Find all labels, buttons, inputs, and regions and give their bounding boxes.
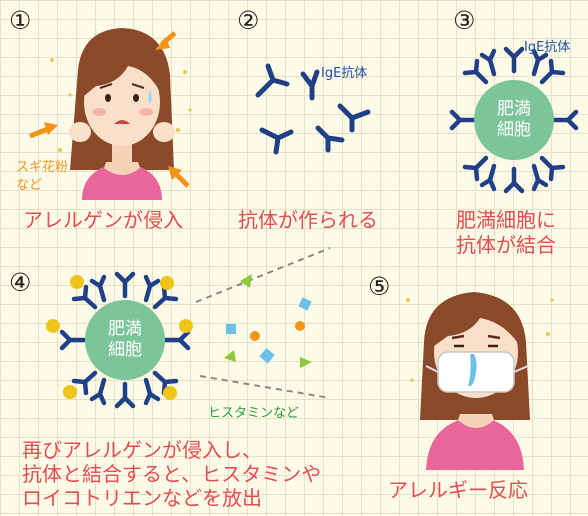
mast-cell-4-shape	[85, 300, 165, 380]
mast-cell-antibodies-panel4	[59, 271, 191, 409]
mast-cell-4-text: 肥満細胞	[85, 300, 165, 380]
step-3-caption-line1: 肥満細胞に	[456, 208, 556, 232]
step-1-number: ①	[9, 6, 32, 35]
mast-cell-4-line1: 肥満	[108, 319, 142, 339]
mediator-particles	[224, 274, 312, 368]
step-4-caption-line3: ロイコトリエンなどを放出	[22, 486, 262, 510]
mast-cell-3-line1: 肥満	[497, 99, 531, 119]
allergen-particles	[46, 275, 193, 400]
mast-cell-3-shape	[474, 80, 554, 160]
woman-sneezing-illustration	[50, 28, 192, 200]
step-1-caption: アレルゲンが侵入	[23, 208, 183, 232]
pollen-label-line1: スギ花粉	[16, 160, 69, 175]
mast-cell-4-line2: 細胞	[108, 340, 142, 360]
step-4-number: ④	[9, 268, 32, 297]
release-lines	[195, 247, 331, 399]
step-5-caption: アレルギー反応	[388, 478, 528, 502]
mast-cell-3-line2: 細胞	[497, 120, 531, 140]
step-3-number: ③	[453, 6, 476, 35]
pollen-label-line2: など	[16, 178, 43, 193]
ige-antibodies	[255, 63, 371, 155]
step-3-caption-line2: 抗体が結合	[456, 233, 556, 257]
step-2-number: ②	[237, 6, 260, 35]
woman-with-mask-illustration	[406, 292, 554, 470]
step-2-caption: 抗体が作られる	[238, 208, 378, 232]
histamine-label: ヒスタミンなど	[208, 406, 300, 421]
step-4-caption-line2: 抗体と結合すると、ヒスタミンや	[22, 462, 322, 486]
mast-cell-3-text: 肥満細胞	[474, 80, 554, 160]
ige-label-step2: IgE抗体	[321, 66, 368, 81]
step-4-caption-line1: 再びアレルゲンが侵入し、	[22, 438, 262, 462]
step-5-number: ⑤	[368, 272, 391, 301]
pollen-arrows	[29, 31, 190, 188]
mast-cell-antibodies-panel3	[449, 46, 579, 194]
ige-label-step3: IgE抗体	[524, 40, 571, 55]
